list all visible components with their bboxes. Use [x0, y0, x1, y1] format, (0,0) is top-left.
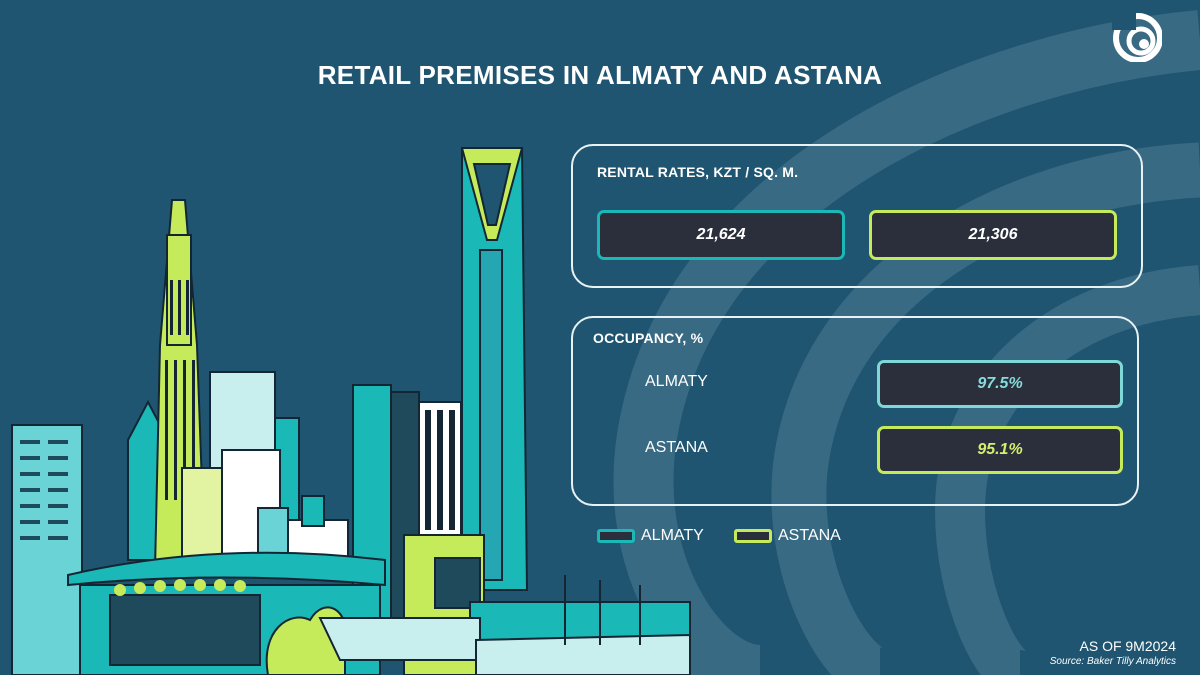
astana-occupancy-value: 95.1% — [977, 441, 1023, 458]
occupancy-panel: OCCUPANCY, % ALMATY 97.5% ASTANA 95.1% — [571, 316, 1139, 506]
almaty-rental-rate-box: 21,624 — [597, 210, 845, 260]
swirl-logo-icon — [1112, 12, 1162, 62]
occupancy-astana-label: ASTANA — [645, 439, 708, 456]
almaty-occupancy-box: 97.5% — [877, 360, 1123, 408]
astana-occupancy-box: 95.1% — [877, 426, 1123, 474]
almaty-occupancy-value: 97.5% — [977, 375, 1023, 392]
legend-almaty-label: ALMATY — [641, 527, 704, 544]
legend-astana: ASTANA — [734, 527, 841, 545]
occupancy-almaty-label: ALMATY — [645, 373, 708, 390]
astana-rental-rate-value: 21,306 — [968, 226, 1018, 243]
legend-almaty: ALMATY — [597, 527, 704, 545]
occupancy-label: OCCUPANCY, % — [593, 330, 704, 346]
legend-almaty-swatch — [597, 529, 635, 543]
city-skyline-illustration — [11, 147, 691, 675]
astana-rental-rate-box: 21,306 — [869, 210, 1117, 260]
as-of-date: AS OF 9M2024 — [1079, 638, 1177, 654]
legend-astana-swatch — [734, 529, 772, 543]
page-title: RETAIL PREMISES IN ALMATY AND ASTANA — [317, 60, 883, 90]
almaty-rental-rate-value: 21,624 — [696, 226, 746, 243]
source-note: Source: Baker Tilly Analytics — [1049, 656, 1176, 667]
rental-rates-label: RENTAL RATES, KZT / SQ. M. — [597, 164, 799, 180]
legend-astana-label: ASTANA — [778, 527, 841, 544]
rental-rates-panel: RENTAL RATES, KZT / SQ. M. 21,624 21,306 — [571, 144, 1143, 288]
